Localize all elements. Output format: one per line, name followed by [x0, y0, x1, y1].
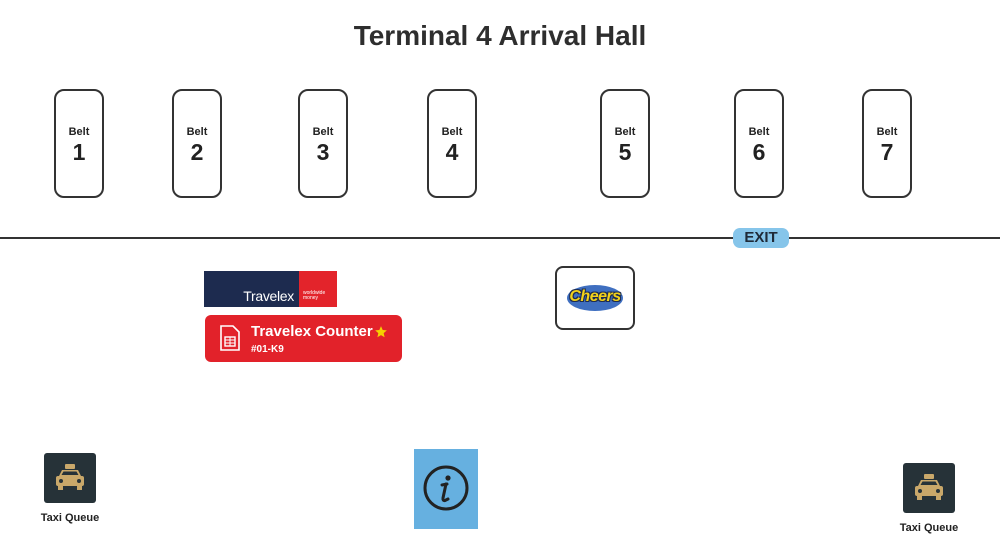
- exit-marker[interactable]: EXIT: [733, 228, 789, 248]
- taxi-queue-left-label: Taxi Queue: [40, 512, 100, 524]
- taxi-icon: [912, 473, 946, 508]
- belt-7[interactable]: Belt 7: [862, 89, 912, 198]
- taxi-queue-right-label: Taxi Queue: [899, 522, 959, 534]
- belt-number: 7: [880, 139, 894, 165]
- belt-2[interactable]: Belt 2: [172, 89, 222, 198]
- cheers-logo: Cheers: [569, 288, 621, 305]
- belt-number: 5: [618, 139, 632, 165]
- counter-code: #01-K9: [251, 344, 284, 355]
- info-button[interactable]: [414, 449, 478, 529]
- belt-3[interactable]: Belt 3: [298, 89, 348, 198]
- info-icon: [421, 463, 471, 518]
- cheers-store[interactable]: Cheers: [555, 266, 635, 330]
- belt-label: Belt: [748, 126, 770, 138]
- belt-number: 6: [752, 139, 766, 165]
- belt-6[interactable]: Belt 6: [734, 89, 784, 198]
- taxi-icon: [53, 463, 87, 498]
- taxi-queue-right-button[interactable]: [903, 463, 955, 513]
- travelex-logo-wordmark: Travelex: [204, 271, 299, 307]
- star-icon[interactable]: [374, 325, 388, 339]
- belt-label: Belt: [441, 126, 463, 138]
- belt-1[interactable]: Belt 1: [54, 89, 104, 198]
- belt-label: Belt: [68, 126, 90, 138]
- belt-label: Belt: [312, 126, 334, 138]
- travelex-logo-tagline: worldwide money: [299, 271, 337, 307]
- belt-number: 1: [72, 139, 86, 165]
- belt-number: 3: [316, 139, 330, 165]
- belt-label: Belt: [186, 126, 208, 138]
- travelex-logo[interactable]: Travelex worldwide money: [204, 271, 337, 307]
- belt-number: 4: [445, 139, 459, 165]
- belt-4[interactable]: Belt 4: [427, 89, 477, 198]
- travelex-counter-card[interactable]: Travelex Counter #01-K9: [205, 315, 402, 362]
- hall-divider: [0, 237, 1000, 239]
- cheers-logo-background: [567, 285, 623, 311]
- belt-label: Belt: [876, 126, 898, 138]
- belt-label: Belt: [614, 126, 636, 138]
- counter-name: Travelex Counter: [251, 323, 373, 340]
- belt-5[interactable]: Belt 5: [600, 89, 650, 198]
- sim-card-icon: [219, 325, 241, 351]
- taxi-queue-left-button[interactable]: [44, 453, 96, 503]
- belt-number: 2: [190, 139, 204, 165]
- page-title: Terminal 4 Arrival Hall: [353, 20, 647, 51]
